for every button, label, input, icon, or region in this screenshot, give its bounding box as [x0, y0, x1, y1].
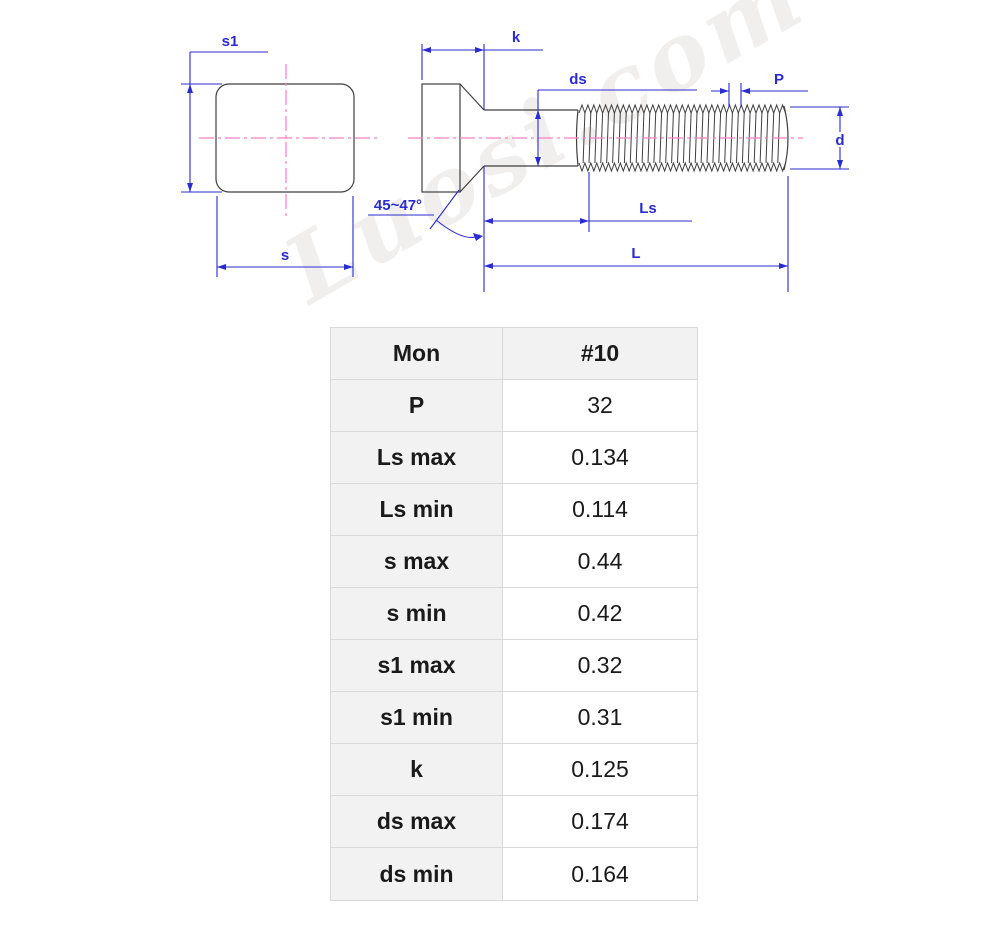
label-angle: 45~47°: [374, 197, 422, 214]
table-row: ds min 0.164: [331, 848, 697, 900]
label-k: k: [512, 29, 521, 46]
dimension-s1: s1: [181, 33, 268, 193]
spec-value-cell: #10: [503, 328, 697, 379]
spec-table: Mon #10 P 32 Ls max 0.134 Ls min 0.114 s…: [330, 327, 698, 901]
table-row: Ls min 0.114: [331, 484, 697, 536]
label-ds: ds: [569, 71, 587, 88]
spec-label-cell: Ls max: [331, 432, 503, 483]
table-row: s1 min 0.31: [331, 692, 697, 744]
spec-value-cell: 0.31: [503, 692, 697, 743]
spec-label-cell: k: [331, 744, 503, 795]
table-header-row: Mon #10: [331, 328, 697, 380]
table-row: s max 0.44: [331, 536, 697, 588]
spec-label-cell: s min: [331, 588, 503, 639]
head-top-view: [199, 64, 379, 216]
label-s1: s1: [222, 33, 239, 50]
label-s: s: [281, 247, 289, 264]
spec-label-cell: P: [331, 380, 503, 431]
table-row: s1 max 0.32: [331, 640, 697, 692]
dimension-k: k: [421, 29, 543, 292]
dimension-ds: ds: [535, 71, 697, 166]
dimension-l: L: [484, 176, 789, 292]
dimension-s: s: [216, 196, 354, 277]
table-row: ds max 0.174: [331, 796, 697, 848]
spec-value-cell: 0.44: [503, 536, 697, 587]
spec-value-cell: 0.42: [503, 588, 697, 639]
spec-value-cell: 32: [503, 380, 697, 431]
spec-value-cell: 0.164: [503, 848, 697, 900]
spec-label-cell: ds min: [331, 848, 503, 900]
spec-value-cell: 0.134: [503, 432, 697, 483]
table-row: s min 0.42: [331, 588, 697, 640]
dimension-angle: 45~47°: [368, 189, 483, 241]
label-ls: Ls: [639, 200, 657, 217]
spec-value-cell: 0.174: [503, 796, 697, 847]
label-d: d: [835, 132, 844, 149]
spec-label-cell: s1 min: [331, 692, 503, 743]
spec-value-cell: 0.32: [503, 640, 697, 691]
spec-label-cell: ds max: [331, 796, 503, 847]
spec-value-cell: 0.114: [503, 484, 697, 535]
dimension-p: P: [711, 71, 808, 107]
dimension-d: d: [790, 106, 849, 170]
bolt-side-view: [408, 83, 803, 193]
spec-label-cell: s1 max: [331, 640, 503, 691]
spec-label-cell: Mon: [331, 328, 503, 379]
table-row: k 0.125: [331, 744, 697, 796]
spec-label-cell: s max: [331, 536, 503, 587]
table-row: P 32: [331, 380, 697, 432]
label-l: L: [631, 245, 640, 262]
label-p: P: [774, 71, 784, 88]
spec-label-cell: Ls min: [331, 484, 503, 535]
technical-drawing: Luosi.com s1 s: [181, 0, 849, 315]
table-row: Ls max 0.134: [331, 432, 697, 484]
dimension-ls: Ls: [484, 172, 692, 232]
spec-value-cell: 0.125: [503, 744, 697, 795]
